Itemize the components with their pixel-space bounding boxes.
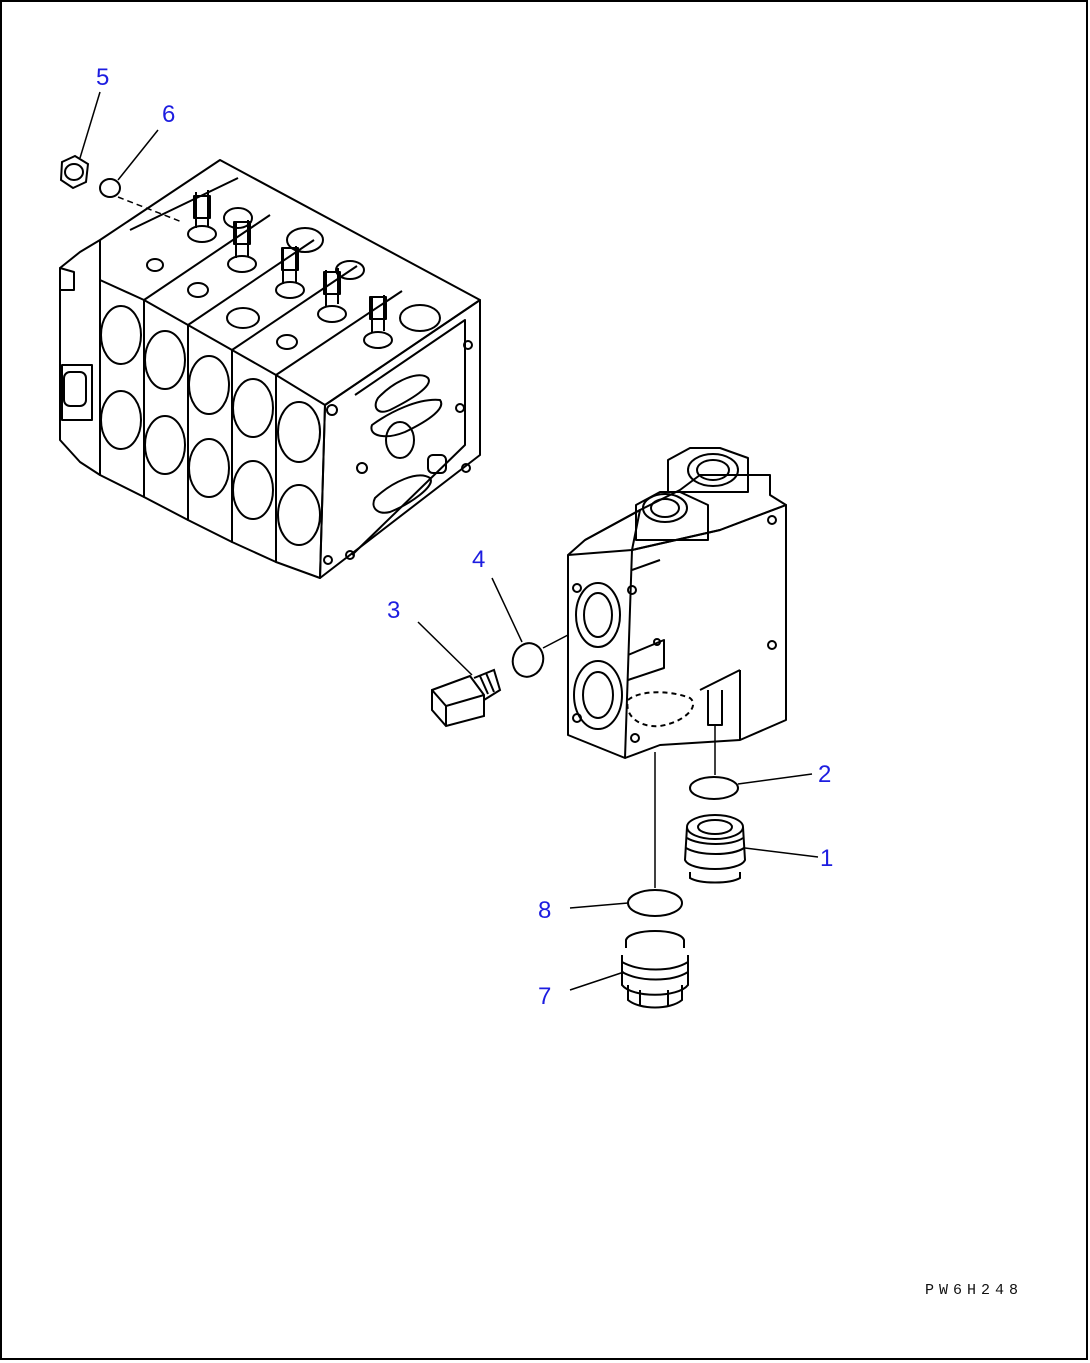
part-1-plug <box>683 814 747 884</box>
leader-6 <box>117 129 159 181</box>
callout-7: 7 <box>538 983 552 1010</box>
leader-1 <box>744 847 819 858</box>
callout-2: 2 <box>818 761 832 788</box>
spool-stems <box>187 190 393 349</box>
leader-7 <box>569 971 625 991</box>
callout-4: 4 <box>472 546 486 573</box>
part-3-plug <box>431 668 502 728</box>
callout-1: 1 <box>820 845 834 872</box>
callout-6: 6 <box>162 101 176 128</box>
drawing-code: PW6H248 <box>925 1282 1024 1299</box>
leader-6-assembly <box>117 196 183 223</box>
leader-8 <box>569 902 629 909</box>
leader-5 <box>79 91 101 159</box>
callout-8: 8 <box>538 897 552 924</box>
part-5-plug <box>59 154 90 190</box>
valve-section-block <box>567 447 787 759</box>
leader-4 <box>491 577 523 643</box>
callout-5: 5 <box>96 64 110 91</box>
leader-3 <box>417 621 473 676</box>
control-valve-assembly <box>59 159 481 579</box>
part-2-o-ring <box>689 776 739 800</box>
leader-4b <box>542 634 569 649</box>
leader-lines <box>79 91 819 991</box>
leader-2 <box>737 773 813 785</box>
part-6-o-ring <box>99 178 121 198</box>
part-4-o-ring <box>511 642 545 678</box>
part-7-plug <box>621 930 689 1009</box>
callout-3: 3 <box>387 597 401 624</box>
part-8-o-ring <box>627 889 683 917</box>
